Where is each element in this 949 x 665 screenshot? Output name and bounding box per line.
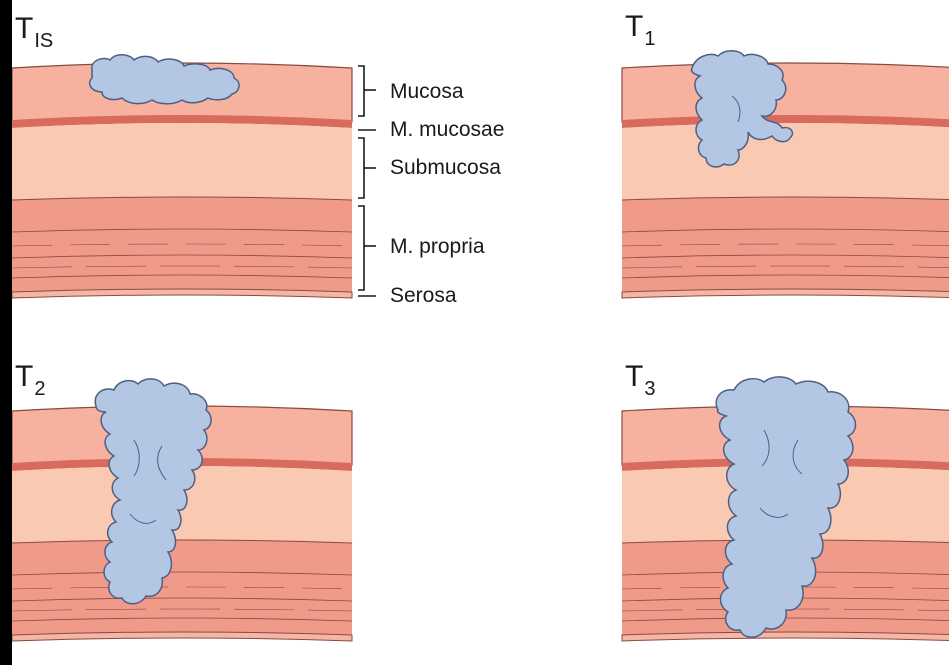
tumor-tis: [90, 55, 239, 104]
stage-label-tis-main: T: [15, 12, 33, 45]
stage-label-t3-main: T: [625, 360, 643, 393]
stage-label-t2-sub: 2: [34, 378, 45, 400]
layer-label-mucosa: Mucosa: [390, 80, 464, 104]
stage-label-t2-main: T: [15, 360, 33, 393]
layer-label-muscularis-propria: M. propria: [390, 235, 485, 259]
layer-label-serosa: Serosa: [390, 284, 457, 308]
stage-label-tis-sub: IS: [34, 30, 53, 52]
layer-label-submucosa: Submucosa: [390, 156, 501, 180]
stage-label-tis: TIS: [15, 14, 53, 44]
figure-panel: TIS T1 T2 T3 Mucosa M. mucosae Submucosa…: [12, 0, 949, 665]
staging-diagram: [12, 0, 949, 665]
stage-label-t1-sub: 1: [644, 28, 655, 50]
wall-t1: [622, 63, 949, 298]
stage-label-t1: T1: [625, 12, 655, 42]
layer-brackets: [358, 66, 376, 296]
stage-label-t2: T2: [15, 362, 45, 392]
stage-label-t3-sub: 3: [644, 378, 655, 400]
layer-label-muscularis-mucosae: M. mucosae: [390, 118, 504, 142]
stage-label-t3: T3: [625, 362, 655, 392]
stage-label-t1-main: T: [625, 10, 643, 43]
